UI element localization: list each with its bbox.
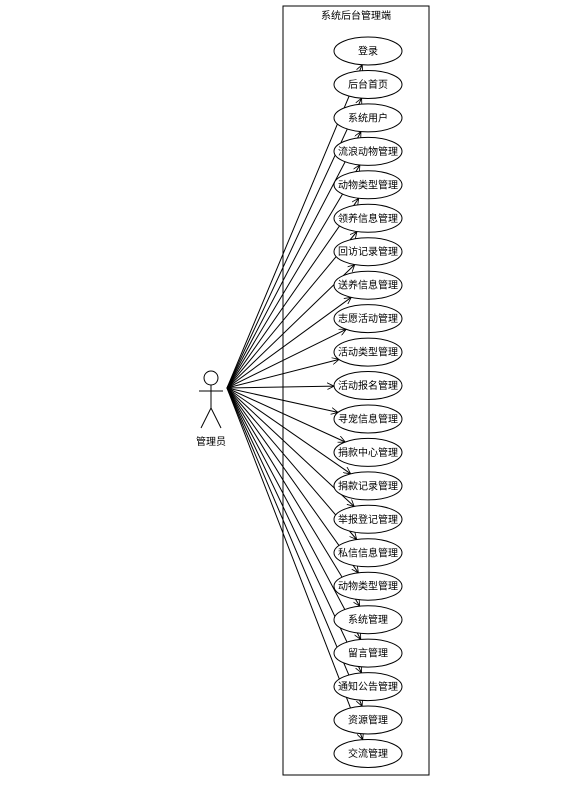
use-case-ellipse: [333, 705, 403, 735]
association-line: [226, 359, 339, 389]
use-case: 捐款记录管理: [333, 471, 403, 501]
use-case-label: 回访记录管理: [338, 245, 398, 258]
actor-icon: [199, 370, 223, 429]
use-case-label: 捐款记录管理: [338, 479, 398, 492]
use-case-ellipse: [333, 739, 403, 768]
association-line: [226, 329, 346, 389]
association-line: [226, 387, 351, 474]
association-line: [226, 297, 351, 389]
association-line: [226, 387, 357, 540]
use-case-ellipse: [333, 270, 403, 300]
association-line: [226, 387, 338, 412]
use-case: 捐款中心管理: [333, 437, 403, 467]
use-case-label: 流浪动物管理: [338, 145, 398, 158]
use-case-label: 寻宠信息管理: [338, 413, 398, 426]
association-line: [226, 198, 359, 389]
use-case: 动物类型管理: [333, 170, 403, 200]
actor-label: 管理员: [196, 435, 226, 448]
use-case: 回访记录管理: [333, 237, 403, 267]
use-case: 活动报名管理: [333, 371, 403, 400]
use-case-ellipse: [333, 504, 403, 534]
use-case: 寻宠信息管理: [333, 404, 403, 434]
use-case-ellipse: [333, 571, 403, 601]
use-case-label: 领养信息管理: [338, 212, 398, 225]
association-line: [226, 387, 358, 573]
use-case: 流浪动物管理: [333, 136, 403, 166]
use-case-label: 交流管理: [348, 747, 388, 760]
use-case-ellipse: [333, 471, 403, 501]
use-case-label: 活动报名管理: [338, 379, 398, 392]
association-line: [226, 132, 362, 389]
use-case: 领养信息管理: [333, 203, 403, 233]
use-case-ellipse: [333, 170, 403, 200]
use-case-ellipse: [333, 203, 403, 233]
use-case: 系统管理: [333, 605, 403, 635]
use-case: 留言管理: [333, 638, 403, 668]
use-case-ellipse: [333, 103, 403, 133]
use-case-list: 登录后台首页系统用户流浪动物管理动物类型管理领养信息管理回访记录管理送养信息管理…: [333, 36, 403, 768]
use-case-ellipse: [333, 304, 403, 334]
use-case-label: 留言管理: [348, 647, 388, 660]
association-line: [226, 387, 345, 442]
use-case: 系统用户: [333, 103, 403, 133]
use-case: 举报登记管理: [333, 504, 403, 534]
use-case: 动物类型管理: [333, 571, 403, 601]
use-case-label: 举报登记管理: [338, 513, 398, 526]
use-case-ellipse: [333, 638, 403, 668]
use-case: 登录: [333, 36, 403, 66]
use-case: 志愿活动管理: [333, 304, 403, 334]
use-case-label: 资源管理: [348, 714, 388, 727]
use-case: 通知公告管理: [333, 672, 403, 702]
use-case-ellipse: [333, 672, 403, 702]
use-case-ellipse: [333, 136, 403, 166]
use-case-ellipse: [333, 404, 403, 434]
use-case-label: 登录: [358, 45, 378, 58]
use-case-label: 系统用户: [348, 111, 388, 124]
use-case-ellipse: [333, 371, 403, 400]
use-case-ellipse: [333, 70, 403, 99]
use-case-ellipse: [333, 237, 403, 267]
use-case-ellipse: [333, 538, 403, 568]
system-title: 系统后台管理端: [321, 9, 391, 22]
use-case-label: 系统管理: [348, 613, 388, 626]
use-case-label: 通知公告管理: [338, 680, 398, 693]
association-line: [226, 387, 354, 507]
association-line: [226, 265, 355, 389]
use-case-ellipse: [333, 337, 403, 367]
use-case-label: 捐款中心管理: [338, 446, 398, 459]
use-case-label: 动物类型管理: [338, 580, 398, 593]
use-case-label: 私信信息管理: [338, 546, 398, 559]
use-case-label: 送养信息管理: [338, 279, 398, 292]
association-lines: [226, 65, 363, 740]
association-line: [226, 387, 362, 673]
association-line: [226, 165, 360, 389]
use-case: 资源管理: [333, 705, 403, 735]
use-case-label: 动物类型管理: [338, 178, 398, 191]
use-case: 交流管理: [333, 739, 403, 768]
use-case-ellipse: [333, 437, 403, 467]
system-boundary: [282, 5, 430, 776]
use-case: 送养信息管理: [333, 270, 403, 300]
use-case: 后台首页: [333, 70, 403, 99]
use-case-label: 活动类型管理: [338, 346, 398, 359]
use-case-label: 后台首页: [348, 78, 388, 91]
use-case-ellipse: [333, 36, 403, 66]
association-line: [226, 387, 360, 606]
use-case-ellipse: [333, 605, 403, 635]
use-case: 私信信息管理: [333, 538, 403, 568]
association-line: [226, 387, 362, 639]
association-line: [226, 232, 357, 389]
use-case: 活动类型管理: [333, 337, 403, 367]
use-case-label: 志愿活动管理: [338, 312, 398, 325]
association-line: [226, 386, 334, 388]
